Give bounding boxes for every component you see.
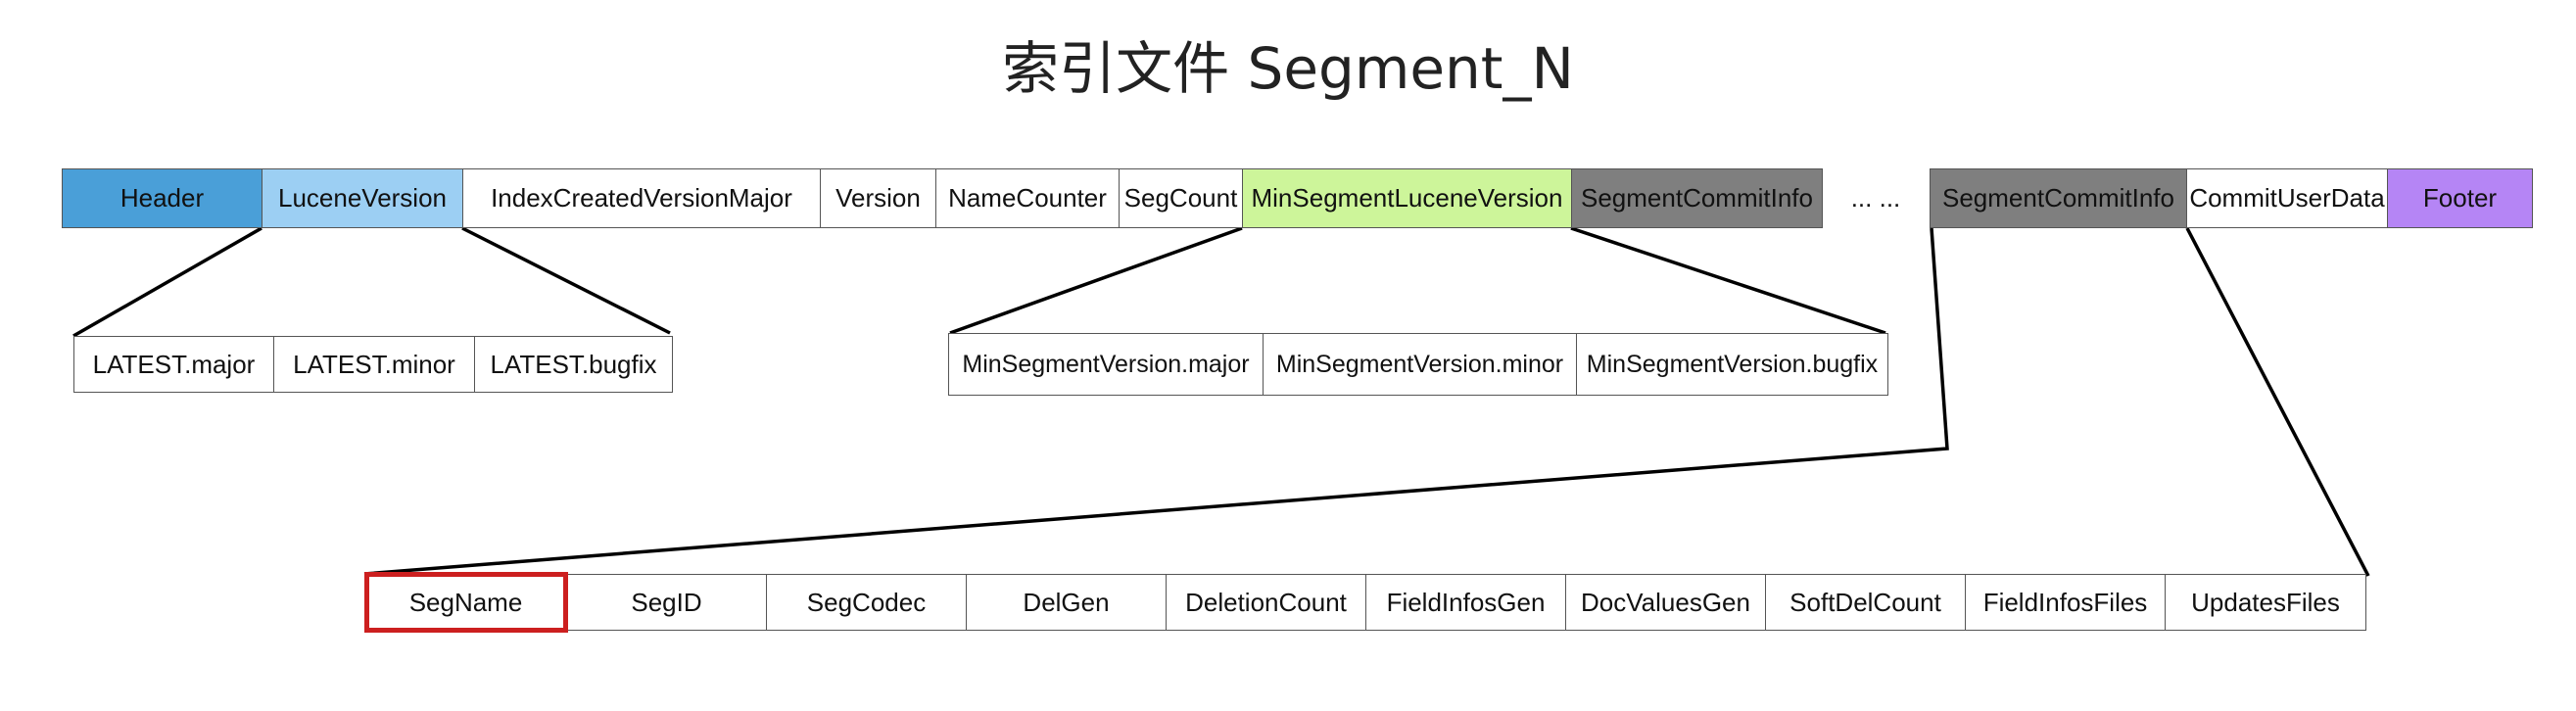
- commit-user-data-cell: CommitUserData: [2186, 168, 2388, 228]
- latest-minor-cell: LATEST.minor: [273, 336, 475, 393]
- latest-major-cell: LATEST.major: [73, 336, 274, 393]
- field-infos-gen-cell: FieldInfosGen: [1365, 574, 1566, 631]
- diagram-title: 索引文件 Segment_N: [1002, 35, 1574, 102]
- doc-values-gen-cell: DocValuesGen: [1565, 574, 1766, 631]
- seg-codec-cell: SegCodec: [766, 574, 967, 631]
- updates-files-cell: UpdatesFiles: [2165, 574, 2366, 631]
- ellipsis-text: ... ...: [1850, 183, 1901, 213]
- connector-segcommit-left: [363, 227, 1949, 576]
- index-created-version-major-cell: IndexCreatedVersionMajor: [462, 168, 821, 228]
- field-infos-files-cell: FieldInfosFiles: [1965, 574, 2166, 631]
- connector-segcommit-right: [2185, 227, 2370, 577]
- seg-name-highlight: [364, 572, 568, 633]
- segment-commit-info-cell-last: SegmentCommitInfo: [1930, 168, 2187, 228]
- segment-commit-info-cell: SegmentCommitInfo: [1571, 168, 1823, 228]
- soft-del-count-cell: SoftDelCount: [1765, 574, 1966, 631]
- lucene-version-cell: LuceneVersion: [262, 168, 463, 228]
- header-cell: Header: [62, 168, 262, 228]
- connector-lucene-left: [72, 226, 262, 338]
- min-segment-version-bugfix-cell: MinSegmentVersion.bugfix: [1576, 333, 1888, 396]
- connector-lucene-right: [461, 226, 671, 335]
- version-cell: Version: [820, 168, 936, 228]
- name-counter-cell: NameCounter: [935, 168, 1120, 228]
- connector-minseg-left: [949, 226, 1243, 335]
- del-gen-cell: DelGen: [966, 574, 1167, 631]
- deletion-count-cell: DeletionCount: [1166, 574, 1366, 631]
- latest-bugfix-cell: LATEST.bugfix: [474, 336, 673, 393]
- min-segment-version-major-cell: MinSegmentVersion.major: [948, 333, 1264, 396]
- seg-count-cell: SegCount: [1119, 168, 1243, 228]
- seg-id-cell: SegID: [566, 574, 767, 631]
- min-segment-version-minor-cell: MinSegmentVersion.minor: [1263, 333, 1577, 396]
- footer-cell: Footer: [2387, 168, 2533, 228]
- min-segment-lucene-version-cell: MinSegmentLuceneVersion: [1242, 168, 1572, 228]
- connector-minseg-right: [1570, 226, 1886, 335]
